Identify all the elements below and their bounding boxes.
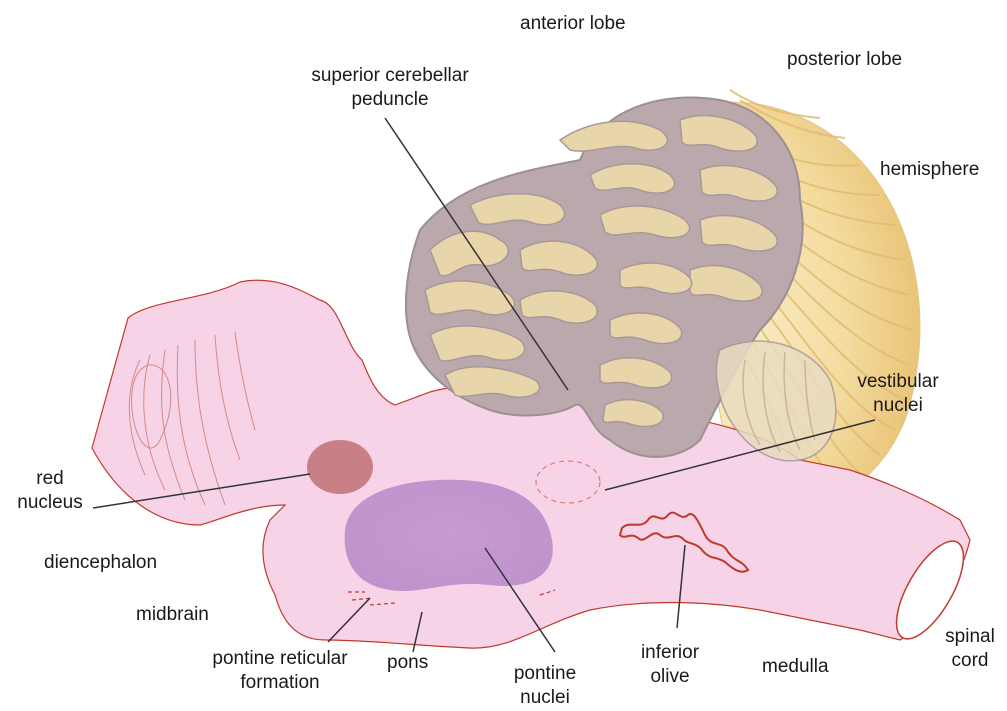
label-pontine-nuclei: pontine nuclei	[495, 662, 595, 710]
label-pontine-nuclei-line2: nuclei	[495, 686, 595, 710]
label-pontine-reticular-line1: pontine reticular	[185, 647, 375, 671]
label-anterior-lobe: anterior lobe	[520, 12, 626, 36]
label-pontine-reticular-formation: pontine reticular formation	[185, 647, 375, 695]
pontine-nuclei-shape	[345, 480, 553, 591]
label-superior-cerebellar-line1: superior cerebellar	[290, 64, 490, 88]
label-inferior-olive-line1: inferior	[620, 641, 720, 665]
label-red-nucleus: red nucleus	[10, 467, 90, 515]
red-nucleus-shape	[307, 440, 373, 494]
label-hemisphere: hemisphere	[880, 158, 979, 182]
label-red-nucleus-line1: red	[10, 467, 90, 491]
label-pontine-reticular-line2: formation	[185, 671, 375, 695]
label-diencephalon: diencephalon	[44, 551, 157, 575]
label-spinal-cord-line1: spinal	[935, 625, 1005, 649]
label-superior-cerebellar-peduncle: superior cerebellar peduncle	[290, 64, 490, 112]
label-midbrain: midbrain	[136, 603, 209, 627]
label-pons: pons	[387, 651, 428, 675]
label-vestibular-line2: nuclei	[838, 394, 958, 418]
label-superior-cerebellar-line2: peduncle	[290, 88, 490, 112]
label-vestibular-line1: vestibular	[838, 370, 958, 394]
label-pontine-nuclei-line1: pontine	[495, 662, 595, 686]
label-spinal-cord: spinal cord	[935, 625, 1005, 673]
label-vestibular-nuclei: vestibular nuclei	[838, 370, 958, 418]
label-inferior-olive: inferior olive	[620, 641, 720, 689]
label-spinal-cord-line2: cord	[935, 649, 1005, 673]
label-posterior-lobe: posterior lobe	[787, 48, 902, 72]
label-medulla: medulla	[762, 655, 829, 679]
label-inferior-olive-line2: olive	[620, 665, 720, 689]
label-red-nucleus-line2: nucleus	[10, 491, 90, 515]
